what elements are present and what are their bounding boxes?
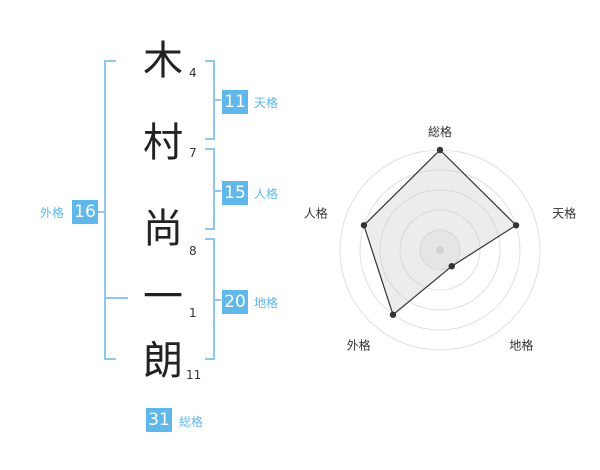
chikaku-bracket-tick [215,299,221,301]
stroke-count-5: 11 [186,368,202,382]
tenkaku-bracket-tick [215,99,221,101]
gaikaku-bracket-divider [106,297,128,299]
radar-center-dot [436,246,444,254]
radar-ring-2 [399,209,481,291]
stroke-count-3: 8 [189,244,197,258]
stroke-count-4: 1 [189,306,197,320]
name-char-2: 村 [143,120,183,166]
jinkaku-label: 人格 [254,187,279,201]
stroke-count-2: 7 [189,146,197,160]
chikaku-bracket [205,238,215,360]
radar-ring-4 [359,169,521,331]
chikaku-label: 地格 [254,296,279,310]
name-char-1: 木 [143,38,183,84]
radar-point-5 [360,222,368,229]
radar-point-4 [389,311,397,318]
soukaku-value: 31 [146,408,172,432]
radar-axis-label-5: 人格 [304,206,328,221]
soukaku-label: 総格 [179,415,204,429]
gaikaku-bracket [104,60,116,360]
chikaku-value: 20 [222,290,248,314]
name-char-3: 尚 [143,206,183,252]
radar-point-1 [436,146,444,154]
tenkaku-bracket [205,60,215,140]
radar-axis-label-1: 総格 [428,124,452,139]
gaikaku-bracket-tick [98,211,104,213]
radar-axis-label-2: 天格 [552,206,576,221]
name-char-4: 一 [143,274,183,320]
tenkaku-value: 11 [222,90,248,114]
radar-area [363,149,518,316]
radar-point-3 [448,262,455,270]
gaikaku-value: 16 [72,200,98,224]
name-char-5: 朗 [143,338,183,384]
jinkaku-value: 15 [222,181,248,205]
stroke-count-1: 4 [189,66,197,80]
gaikaku-label: 外格 [40,206,65,220]
radar-axis-label-3: 地格 [509,338,533,353]
tenkaku-label: 天格 [254,96,279,110]
jinkaku-bracket-tick [215,190,221,192]
radar-point-2 [512,222,520,229]
radar-ring-3 [379,189,501,311]
radar-axis-label-4: 外格 [347,338,371,353]
jinkaku-bracket [205,148,215,230]
